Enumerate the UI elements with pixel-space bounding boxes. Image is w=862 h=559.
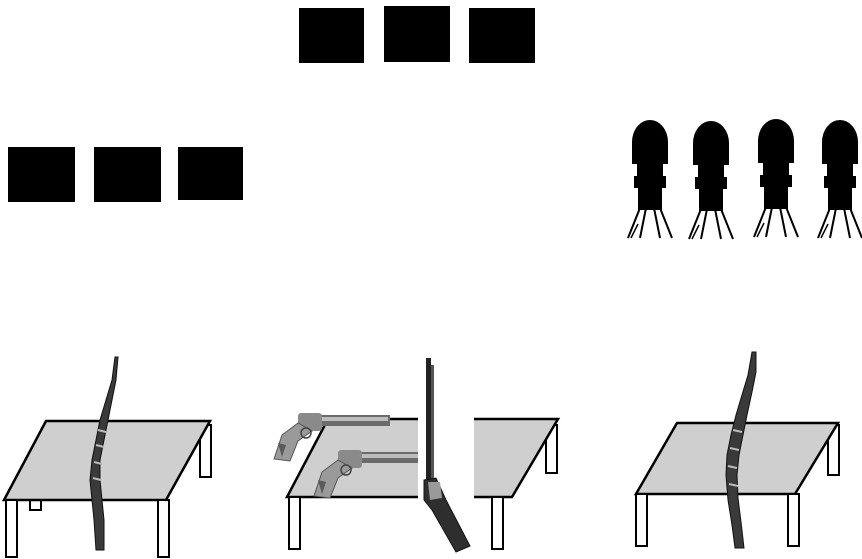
left-table <box>4 421 211 557</box>
silhouette-target-4 <box>818 120 862 238</box>
silhouette-target-1 <box>628 120 672 238</box>
silhouette-target-2 <box>689 121 733 239</box>
middle-rifle <box>418 358 474 552</box>
silhouette-target-3 <box>754 119 798 237</box>
